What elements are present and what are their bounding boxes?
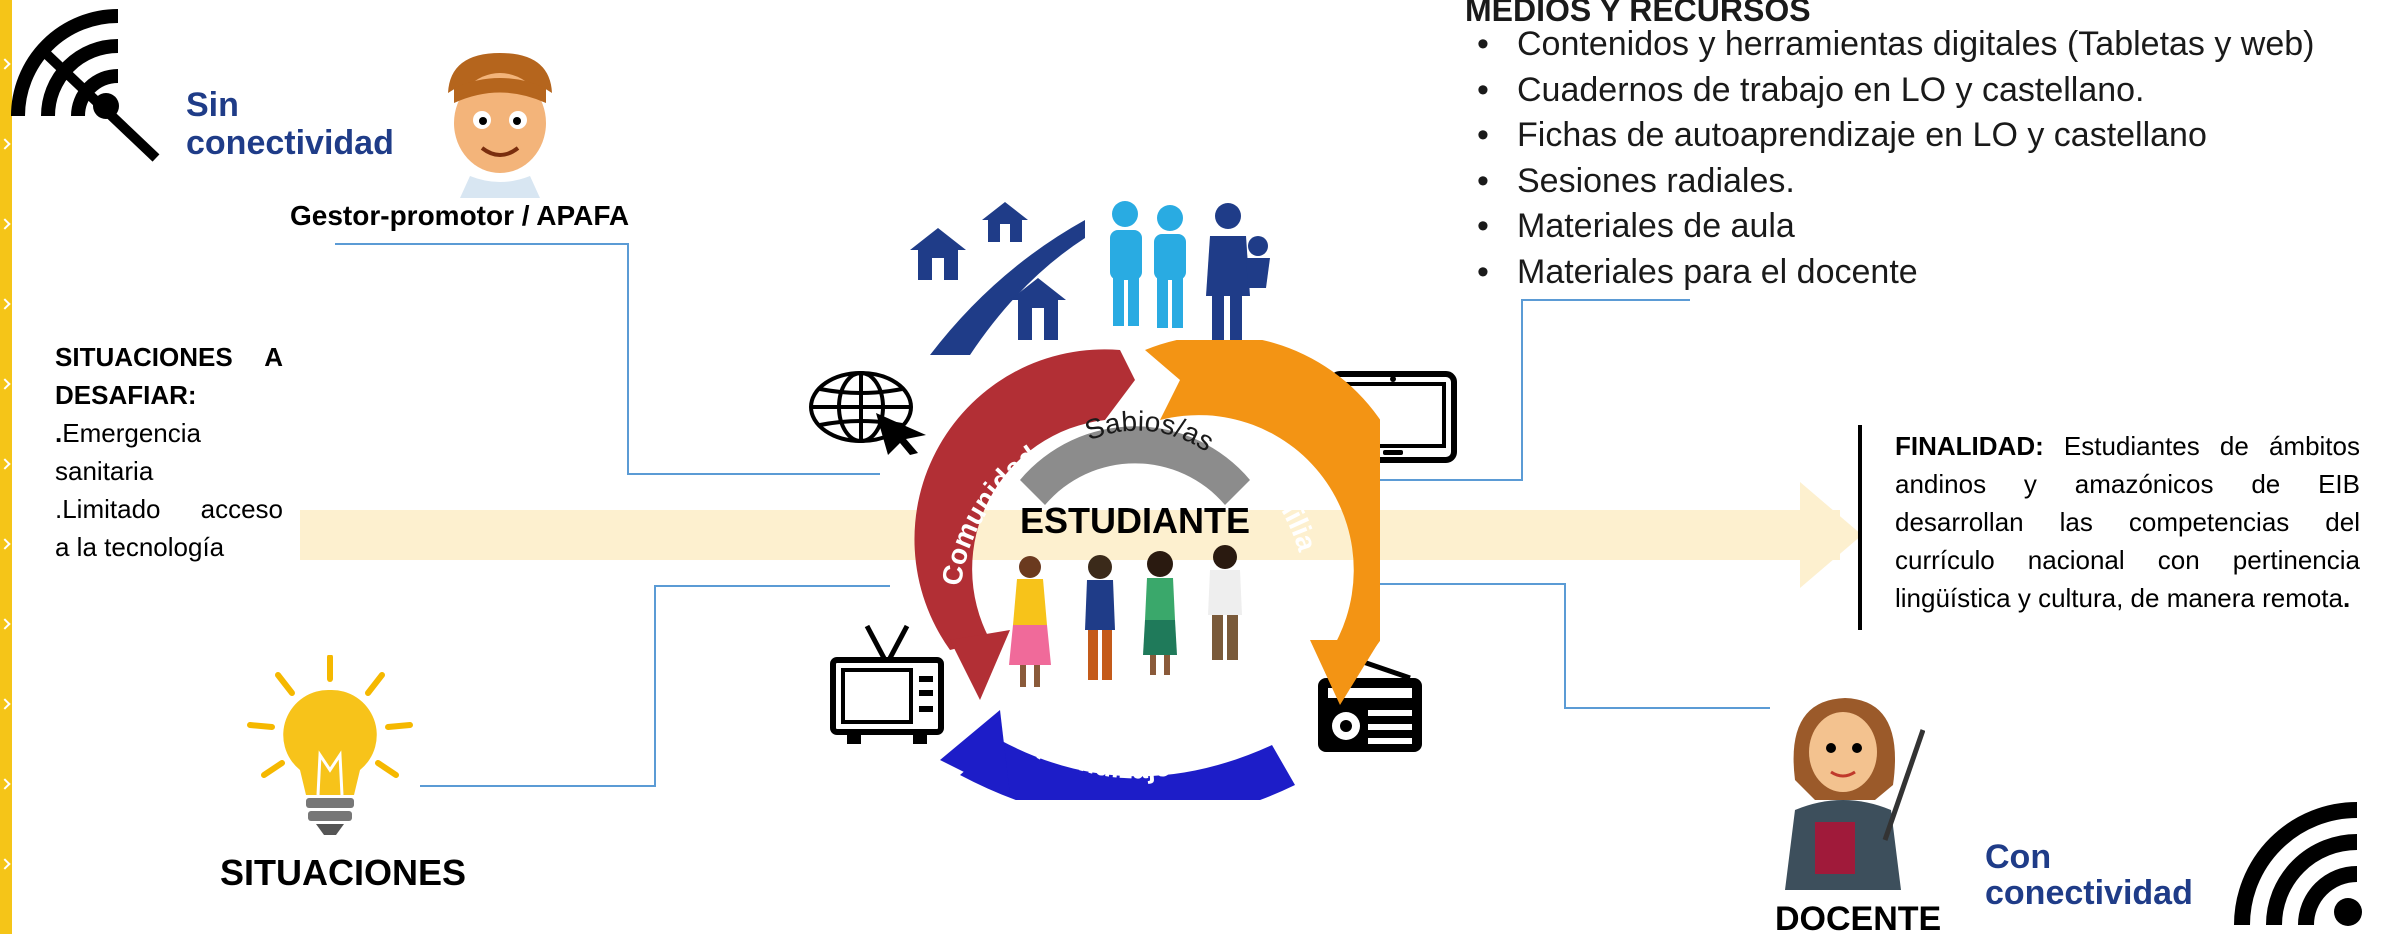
tv-icon <box>830 624 944 744</box>
finalidad-end: . <box>2343 583 2351 613</box>
aprendizaje-arrow <box>960 740 1295 800</box>
familia-label: Familia <box>1245 454 1323 555</box>
medios-item: Fichas de autoaprendizaje en LO y castel… <box>1465 113 2315 159</box>
finalidad-label: FINALIDAD: <box>1895 431 2044 461</box>
no-wifi-icon <box>11 9 160 162</box>
estudiante-label: ESTUDIANTE <box>1020 500 1251 541</box>
medios-item: Materiales para el docente <box>1465 250 2315 296</box>
sit-line4: a la tecnología <box>55 532 225 562</box>
finalidad-divider <box>1858 425 1862 630</box>
sit-title1: SITUACIONES <box>55 342 233 372</box>
situaciones-desafiar: SITUACIONES A DESAFIAR: .Emergencia sani… <box>55 338 283 566</box>
medios-item: Contenidos y herramientas digitales (Tab… <box>1465 22 2315 68</box>
medios-item: Cuadernos de trabajo en LO y castellano. <box>1465 68 2315 114</box>
sabios-band <box>1020 426 1250 505</box>
sit-line1: Emergencia <box>62 418 201 448</box>
situaciones-label: SITUACIONES <box>220 852 467 893</box>
docente-avatar <box>1785 698 1925 890</box>
children-illustration <box>1009 545 1242 687</box>
medios-item: Sesiones radiales. <box>1465 159 2315 205</box>
sit-line3a: .Limitado <box>55 494 161 524</box>
wifi-icon <box>2234 802 2362 926</box>
sit-title2: DESAFIAR: <box>55 380 197 410</box>
sin-conectividad-label: conectividad <box>186 124 394 162</box>
medios-list: Contenidos y herramientas digitales (Tab… <box>1465 22 2315 295</box>
medios-item: Materiales de aula <box>1465 204 2315 250</box>
family-icon <box>1110 201 1270 350</box>
houses-road-icon <box>910 202 1085 355</box>
sin-label: Sin <box>186 86 239 124</box>
lightbulb-icon <box>247 655 413 835</box>
docente-label: DOCENTE <box>1775 900 1942 938</box>
con-conectividad-label: conectividad <box>1985 874 2193 912</box>
sit-dot: . <box>55 418 63 448</box>
finalidad-block: FINALIDAD: Estudiantes de ámbitos andino… <box>1895 427 2360 617</box>
finalidad-text: Estudiantes de ámbitos andinos y amazóni… <box>1895 431 2360 613</box>
comunidad-arrow <box>914 349 1135 650</box>
left-accent-bar <box>0 0 12 934</box>
sit-line3b: acceso <box>200 494 283 524</box>
sit-title-a: A <box>264 342 283 372</box>
svg-text:Familia: Familia <box>1245 454 1323 555</box>
familia-arrow <box>1145 340 1380 660</box>
sit-line2: sanitaria <box>55 456 154 486</box>
globe-web-icon <box>809 371 926 455</box>
gestor-avatar <box>448 53 552 198</box>
student-cycle-diagram: Comunidad Sabios/as Familia Aprendizaje … <box>880 340 1380 800</box>
con-label: Con <box>1985 838 2052 876</box>
gestor-label: Gestor-promotor / APAFA <box>290 200 630 231</box>
